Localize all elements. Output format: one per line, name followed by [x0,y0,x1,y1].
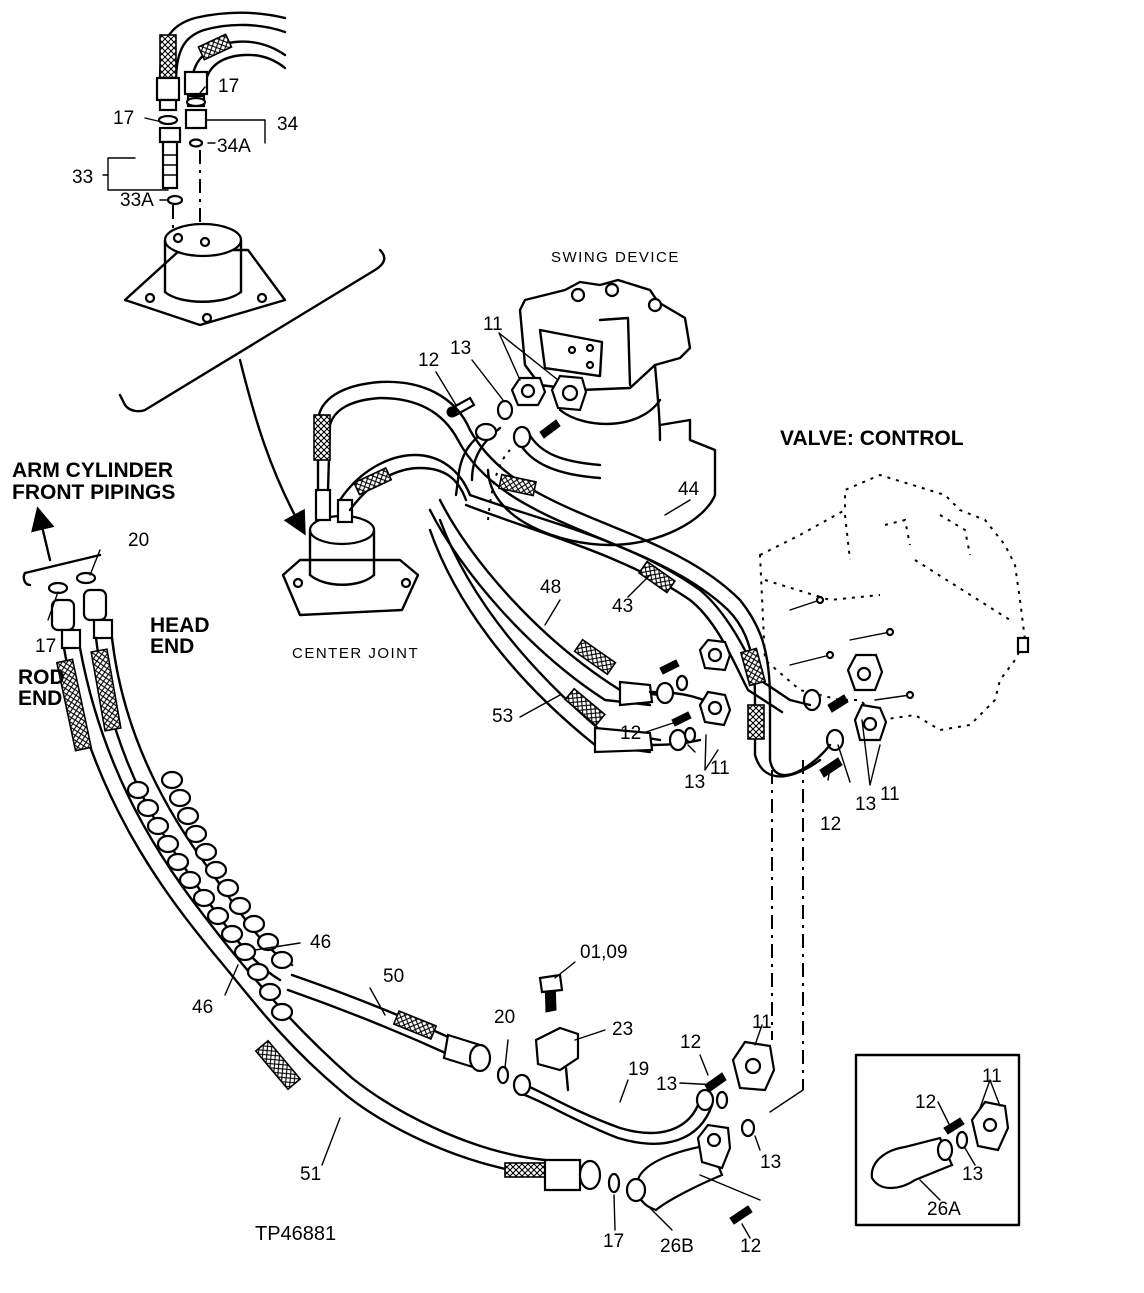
callout-11-lower: 11 [752,1012,772,1033]
head-end-label-line1: HEAD [150,614,210,637]
callout-13-bottom: 13 [760,1152,781,1173]
elbow-26b [607,1123,761,1225]
callout-33: 33 [72,167,93,188]
callout-19: 19 [628,1059,649,1080]
swing-device-label: SWING DEVICE [551,249,680,266]
center-joint [281,488,420,617]
callout-17-bottom: 17 [603,1231,624,1252]
figure-code: TP46881 [255,1223,336,1245]
callout-46-upper: 46 [310,932,331,953]
curved-arrow-icon [238,358,306,536]
callout-13-mid: 13 [684,772,705,793]
callout-01-09: 01,09 [580,942,628,963]
callout-11-valve: 11 [880,784,900,805]
callout-12-bottom: 12 [740,1236,761,1257]
callout-12-mid: 12 [620,723,641,744]
callout-20-lower: 20 [494,1007,515,1028]
callout-13-inset: 13 [962,1164,983,1185]
rod-end-label-line1: ROD [18,666,65,689]
swing-device [446,278,717,547]
callout-13-valve: 13 [855,794,876,815]
main-hose-group [313,380,832,778]
pipe-19-assembly [512,760,804,1145]
callout-23: 23 [612,1019,633,1040]
inset-26a [854,1053,1021,1227]
callout-48: 48 [540,577,561,598]
center-joint-detail-inset [118,11,386,536]
callout-53: 53 [492,706,513,727]
callout-12-inset: 12 [915,1092,936,1113]
valve-control-label: VALVE: CONTROL [780,427,964,450]
callout-26a: 26A [927,1199,961,1220]
callout-17-arm: 17 [35,636,56,657]
center-joint-label: CENTER JOINT [292,645,419,662]
callout-11-inset: 11 [982,1066,1002,1087]
callout-17-left: 17 [113,108,134,129]
leader-lines [47,86,1001,1239]
control-valve [758,473,1030,778]
callout-12-valve: 12 [820,814,841,835]
arm-cylinder-pipes [22,506,621,1193]
callout-50: 50 [383,966,404,987]
arm-cylinder-label-line2: FRONT PIPINGS [12,481,175,504]
callout-51: 51 [300,1164,321,1185]
callout-20-top: 20 [128,530,149,551]
callout-12-swing: 12 [418,350,439,371]
callout-11-swing: 11 [483,314,503,335]
head-end-label-line2: END [150,635,194,658]
callout-34a: 34A [217,136,251,157]
callout-labels: SWING DEVICE VALVE: CONTROL ARM CYLINDER… [12,76,1002,1257]
rod-end-label-line2: END [18,687,62,710]
callout-44: 44 [678,479,700,500]
callout-33a: 33A [120,190,154,211]
callout-46-lower: 46 [192,997,213,1018]
callout-26b: 26B [660,1236,694,1257]
callout-13-swing: 13 [450,338,471,359]
callout-17-top: 17 [218,76,239,97]
callout-12-lower: 12 [680,1032,701,1053]
arm-cylinder-label-line1: ARM CYLINDER [12,459,173,482]
callout-43: 43 [612,596,633,617]
callout-13-lower: 13 [656,1074,677,1095]
arrow-up-left-icon [31,506,55,562]
hose-guard [126,770,294,1022]
callout-11-mid: 11 [710,758,730,779]
callout-34: 34 [277,114,299,135]
